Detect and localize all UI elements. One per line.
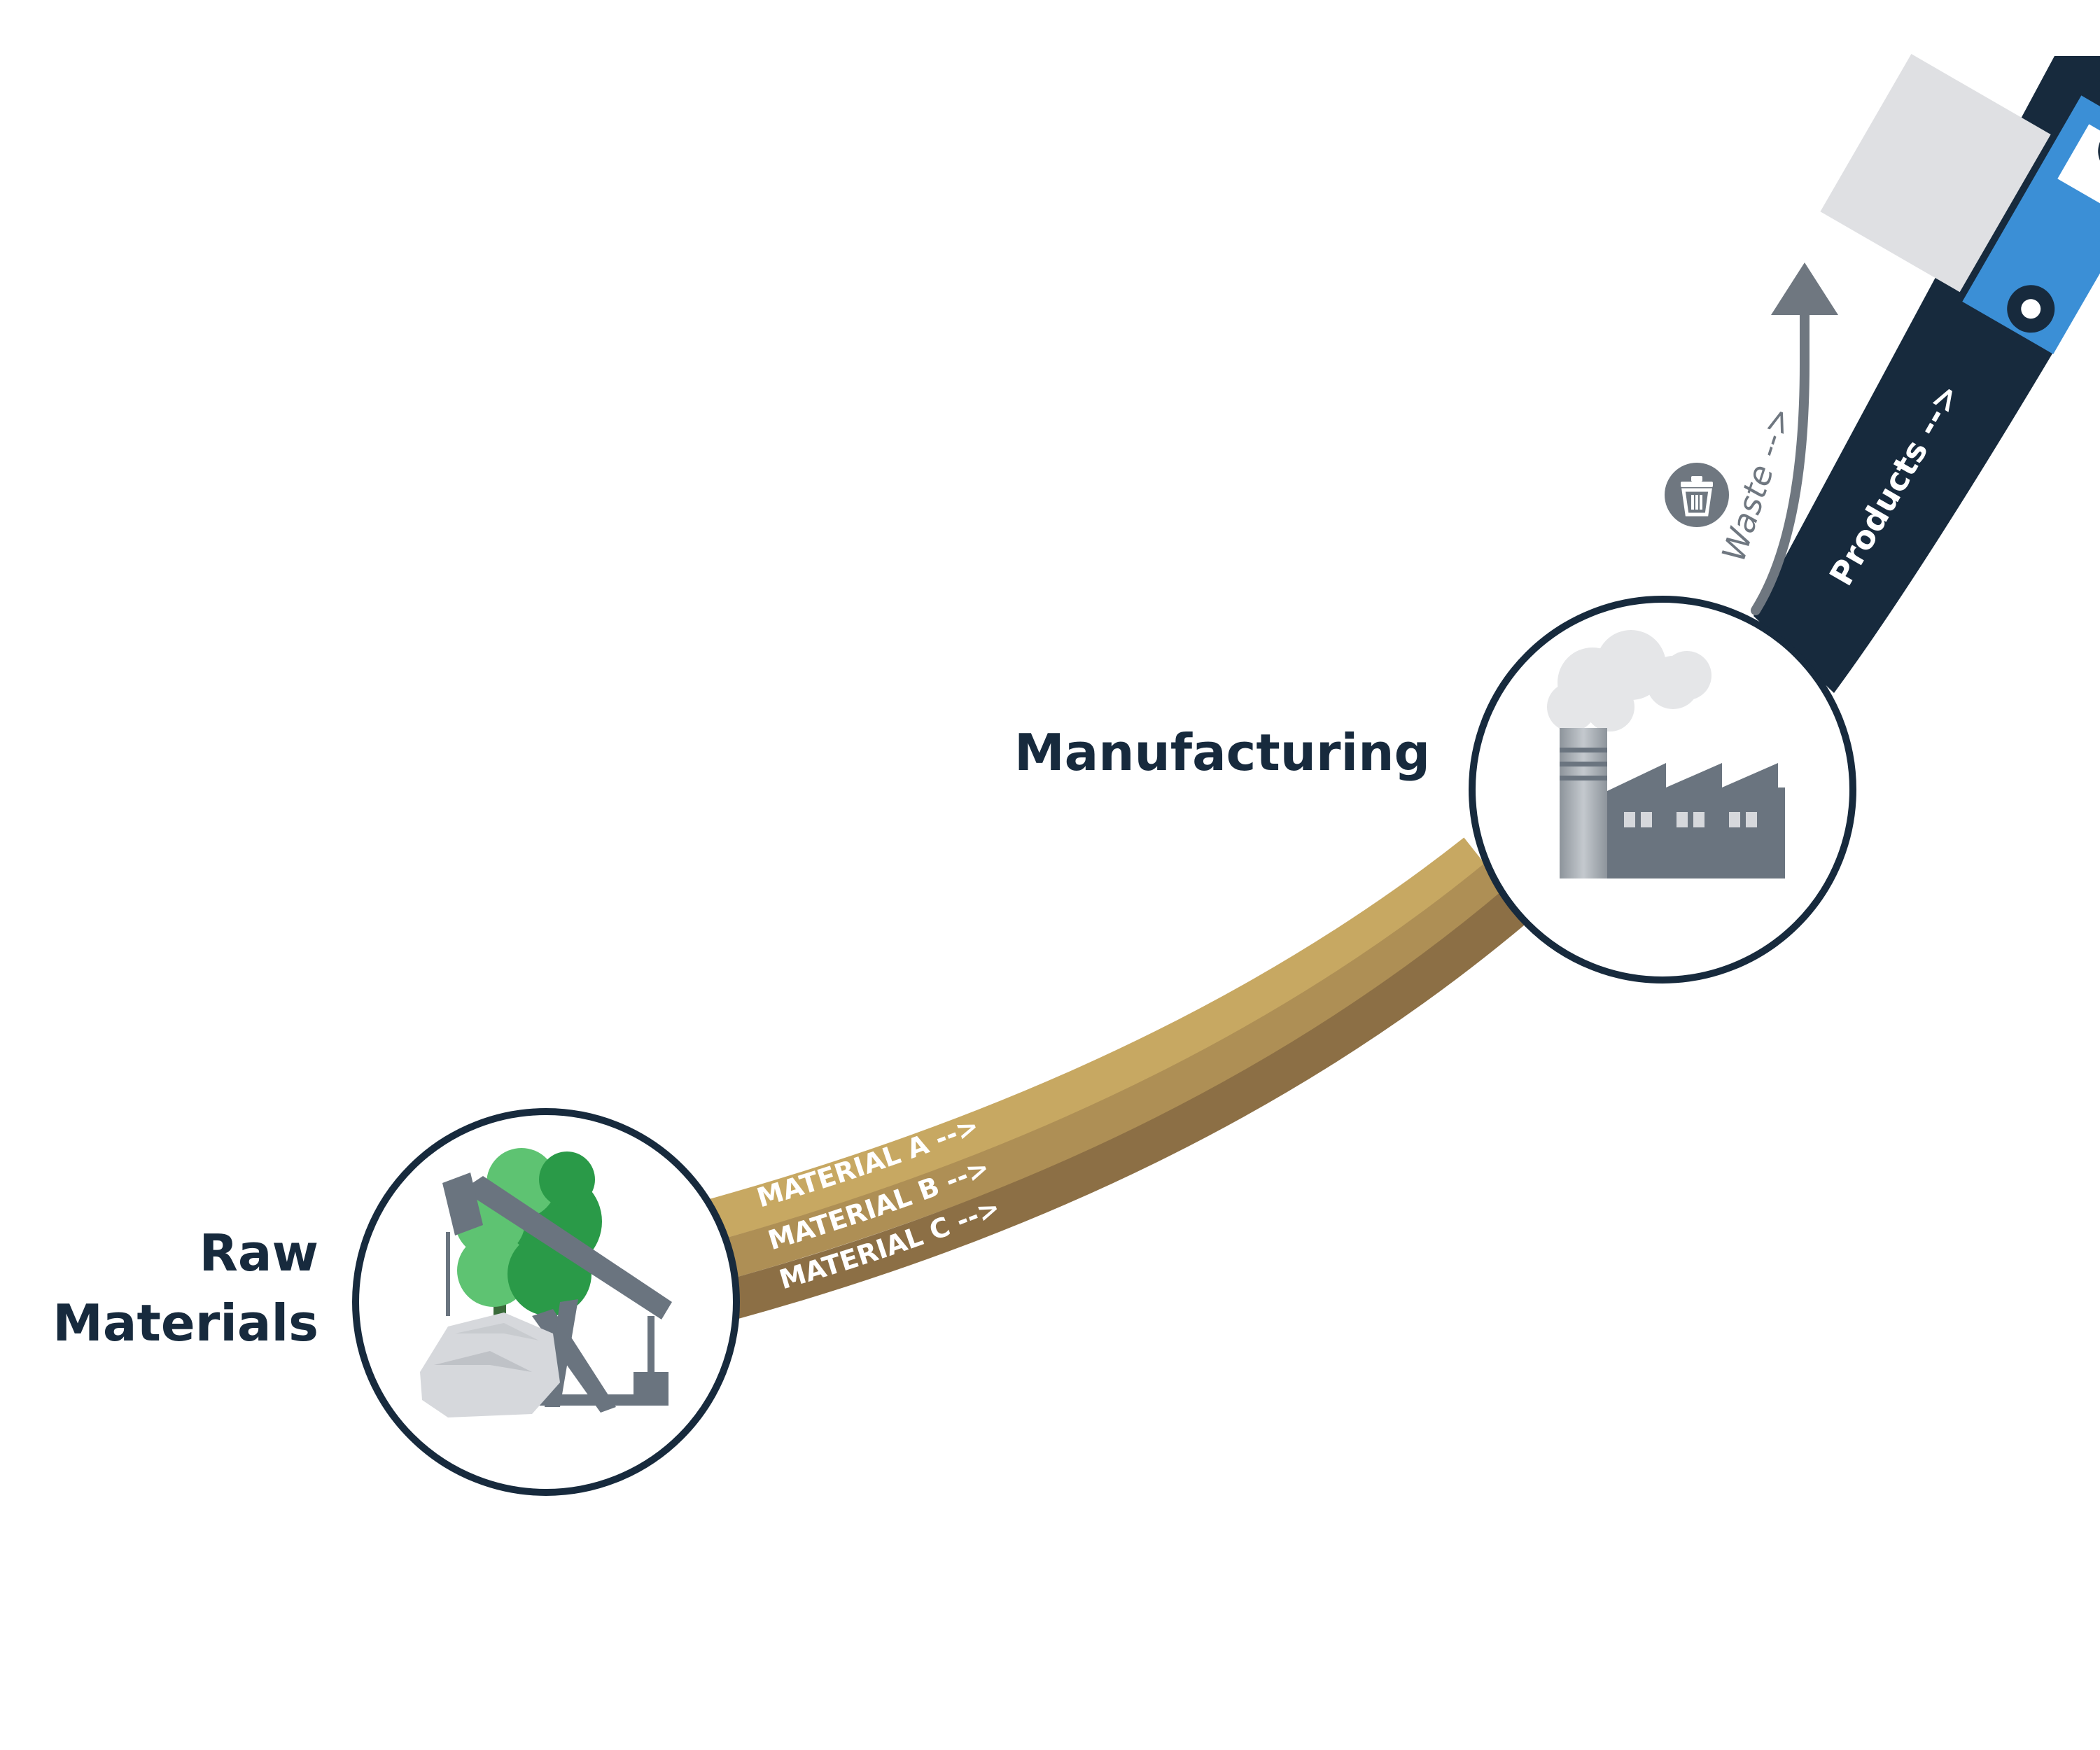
raw-materials-node: Raw Materials: [52, 1108, 740, 1496]
truck-cab: [1962, 95, 2100, 354]
rock-icon: [420, 1312, 560, 1418]
material-band-b: [712, 862, 1511, 1281]
material-band-a: [701, 837, 1490, 1242]
material-band-c: [722, 887, 1532, 1320]
factory-chimney: [1560, 728, 1607, 878]
material-flow: MATERIAL A --> MATERIAL B --> MATERIAL C…: [701, 837, 1532, 1320]
smoke-icon: [1547, 630, 1712, 732]
waste-arrow-head: [1771, 262, 1838, 315]
manufacturing-label: Manufacturing: [1014, 723, 1430, 782]
raw-materials-label-line1: Raw: [199, 1224, 318, 1282]
manufacturing-node: Manufacturing: [1014, 596, 1856, 983]
factory-icon: [1560, 728, 1785, 878]
truck-cargo-box: [1820, 54, 2051, 293]
delivery-truck-icon: [1820, 54, 2100, 354]
trash-can-icon: [1665, 463, 1729, 527]
waste-arrow-line: [1751, 307, 1809, 615]
raw-materials-label-line2: Materials: [52, 1294, 318, 1352]
tree-icon: [455, 1148, 602, 1326]
